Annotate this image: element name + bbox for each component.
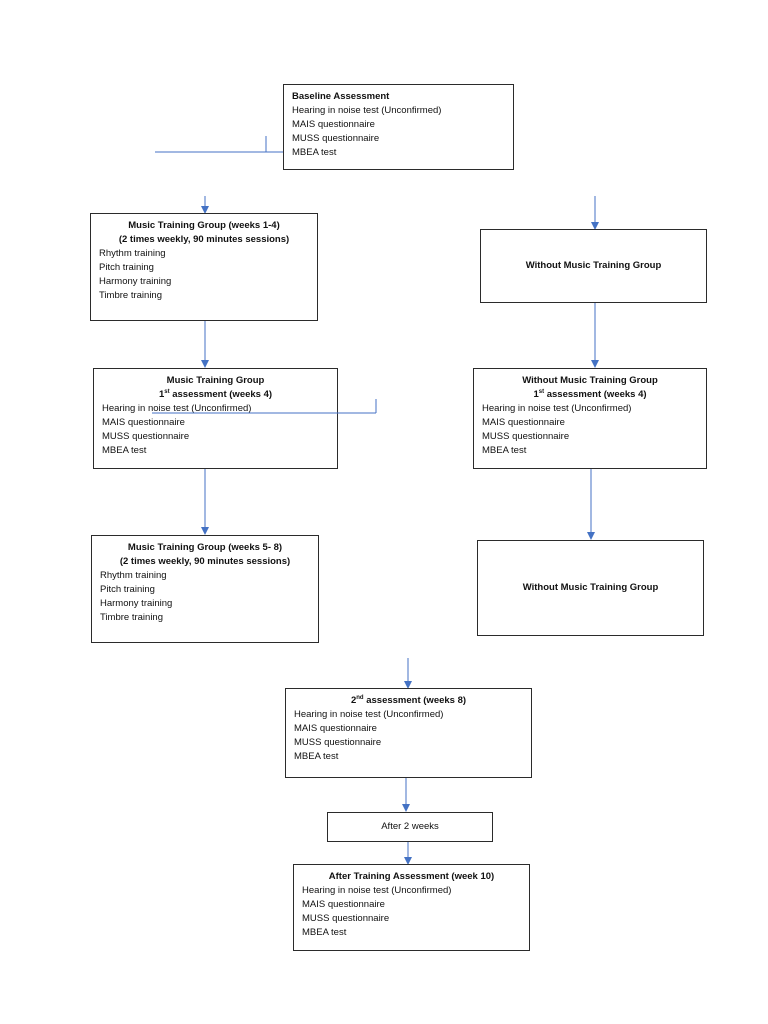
music-first-assessment-box: Music Training Group 1st assessment (wee… xyxy=(93,368,338,469)
mt14-subtitle: (2 times weekly, 90 minutes sessions) xyxy=(118,234,290,245)
wfa-item-mais: MAIS questionnaire xyxy=(482,417,565,428)
sa-item-mbea: MBEA test xyxy=(294,751,339,762)
without-group-1-title: Without Music Training Group xyxy=(525,260,662,271)
sa-item-hearing: Hearing in noise test (Unconfirmed) xyxy=(294,709,444,720)
baseline-assessment-box: Baseline Assessment Hearing in noise tes… xyxy=(283,84,514,170)
music-training-weeks-5-8-box: Music Training Group (weeks 5- 8) (2 tim… xyxy=(91,535,319,643)
mt58-item-harmony: Harmony training xyxy=(100,598,173,609)
mt14-item-rhythm: Rhythm training xyxy=(99,248,166,259)
baseline-item-hearing: Hearing in noise test (Unconfirmed) xyxy=(292,105,442,116)
baseline-item-mbea: MBEA test xyxy=(292,147,337,158)
baseline-title: Baseline Assessment xyxy=(292,91,390,102)
sa-subtitle: 2nd assessment (weeks 8) xyxy=(294,694,523,708)
wfa-item-hearing: Hearing in noise test (Unconfirmed) xyxy=(482,403,632,414)
sa-item-mais: MAIS questionnaire xyxy=(294,723,377,734)
mfa-title: Music Training Group xyxy=(166,375,265,386)
mfa-ordinal-num: 1 xyxy=(158,389,165,400)
ata-item-mais: MAIS questionnaire xyxy=(302,899,385,910)
music-training-weeks-1-4-box: Music Training Group (weeks 1-4) (2 time… xyxy=(90,213,318,321)
mfa-subtitle-rest: assessment (weeks 4) xyxy=(169,389,273,400)
without-music-training-group-box-1: Without Music Training Group xyxy=(480,229,707,303)
wfa-subtitle-rest: assessment (weeks 4) xyxy=(544,389,647,400)
mfa-ordinal-suffix: st xyxy=(164,388,170,395)
sa-ordinal-suffix: nd xyxy=(356,694,364,701)
sa-ordinal-num: 2 xyxy=(350,695,357,706)
wfa-item-mbea: MBEA test xyxy=(482,445,527,456)
without-first-assessment-box: Without Music Training Group 1st assessm… xyxy=(473,368,707,469)
mt14-item-timbre: Timbre training xyxy=(99,290,163,301)
mt58-subtitle: (2 times weekly, 90 minutes sessions) xyxy=(119,556,291,567)
mt58-item-timbre: Timbre training xyxy=(100,612,164,623)
wfa-title: Without Music Training Group xyxy=(522,375,658,386)
without-group-2-title: Without Music Training Group xyxy=(522,582,659,593)
wfa-item-muss: MUSS questionnaire xyxy=(482,431,570,442)
ata-item-hearing: Hearing in noise test (Unconfirmed) xyxy=(302,885,452,896)
wfa-ordinal-num: 1 xyxy=(533,389,539,400)
sa-subtitle-rest: assessment (weeks 8) xyxy=(363,695,467,706)
wfa-subtitle: 1st assessment (weeks 4) xyxy=(482,388,698,402)
mt14-item-harmony: Harmony training xyxy=(99,276,172,287)
after-training-assessment-box: After Training Assessment (week 10) Hear… xyxy=(293,864,530,951)
ata-title: After Training Assessment (week 10) xyxy=(328,871,495,882)
ata-item-muss: MUSS questionnaire xyxy=(302,913,390,924)
after-2-weeks-box: After 2 weeks xyxy=(327,812,493,842)
sa-item-muss: MUSS questionnaire xyxy=(294,737,382,748)
second-assessment-box: 2nd assessment (weeks 8) Hearing in nois… xyxy=(285,688,532,778)
mfa-item-muss: MUSS questionnaire xyxy=(102,431,190,442)
without-music-training-group-box-2: Without Music Training Group xyxy=(477,540,704,636)
mfa-item-hearing: Hearing in noise test (Unconfirmed) xyxy=(102,403,252,414)
wfa-ordinal-suffix: st xyxy=(538,388,545,395)
ata-item-mbea: MBEA test xyxy=(302,927,347,938)
mfa-item-mbea: MBEA test xyxy=(102,445,147,456)
mt58-item-pitch: Pitch training xyxy=(100,584,155,595)
mt58-item-rhythm: Rhythm training xyxy=(100,570,167,581)
mfa-subtitle: 1st assessment (weeks 4) xyxy=(102,388,329,402)
gap-label: After 2 weeks xyxy=(381,821,439,832)
mt58-title: Music Training Group (weeks 5- 8) xyxy=(127,542,283,553)
mt14-title: Music Training Group (weeks 1-4) xyxy=(128,220,280,231)
mfa-item-mais: MAIS questionnaire xyxy=(102,417,185,428)
baseline-item-mais: MAIS questionnaire xyxy=(292,119,375,130)
mt14-item-pitch: Pitch training xyxy=(99,262,154,273)
baseline-item-muss: MUSS questionnaire xyxy=(292,133,380,144)
